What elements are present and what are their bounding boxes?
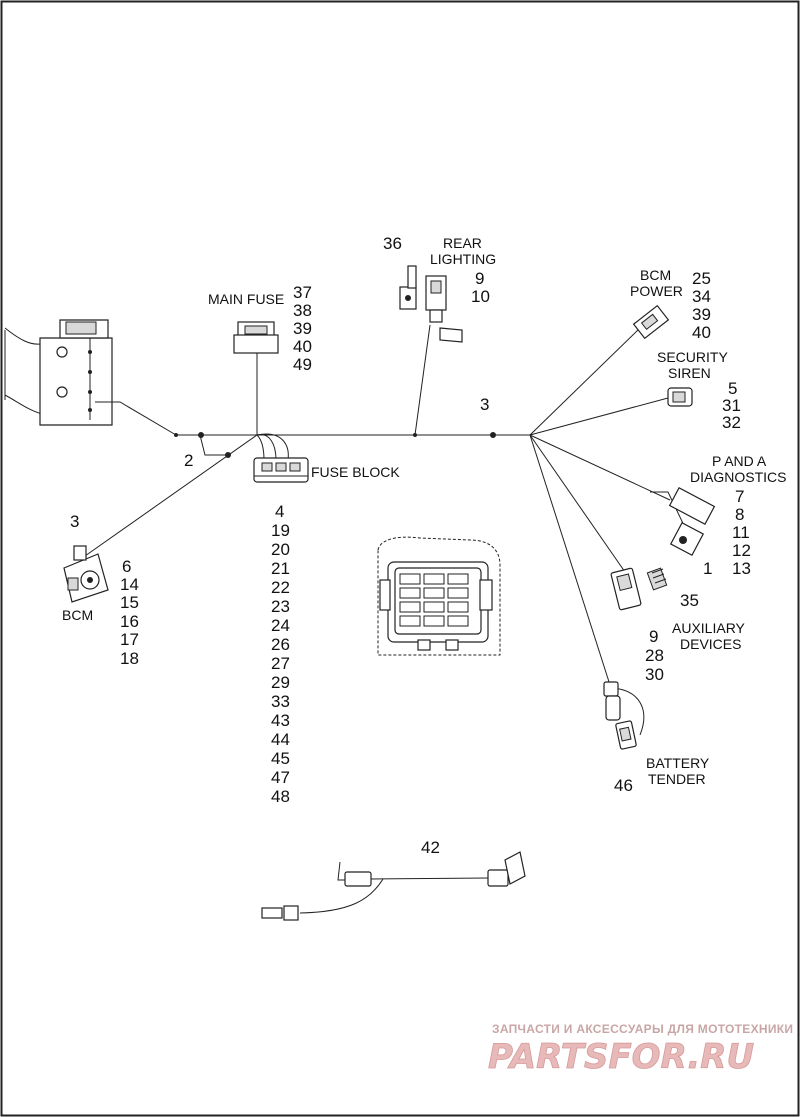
bcm-callout-15: 15 bbox=[120, 593, 139, 612]
p-and-a-callout-13: 13 bbox=[732, 559, 751, 578]
auxiliary-label-1: AUXILIARY bbox=[672, 620, 746, 636]
rear-lighting-callout-9: 9 bbox=[475, 269, 484, 288]
bcm-power-connector bbox=[632, 304, 670, 340]
main-fuse-callout-49: 49 bbox=[293, 355, 312, 374]
fuse-block-callout-44: 44 bbox=[271, 730, 290, 749]
callout-3-bcm: 3 bbox=[70, 512, 79, 531]
p-and-a-label-1: P AND A bbox=[712, 453, 767, 469]
callout-3-top: 3 bbox=[480, 395, 489, 414]
security-siren-callout-32: 32 bbox=[722, 413, 741, 432]
fuse-block-callout-4: 4 bbox=[275, 502, 284, 521]
main-fuse-callout-37: 37 bbox=[293, 283, 312, 302]
battery-tender-connector bbox=[603, 681, 637, 750]
callout-labels: 36 REAR LIGHTING 9 10 MAIN FUSE 37 38 39… bbox=[62, 234, 786, 857]
bcm-power-callout-34: 34 bbox=[692, 287, 711, 306]
rear-lighting-label-2: LIGHTING bbox=[430, 251, 496, 267]
security-siren-label-2: SIREN bbox=[668, 365, 711, 381]
fuse-block-callout-45: 45 bbox=[271, 749, 290, 768]
bcm-power-callout-39: 39 bbox=[692, 305, 711, 324]
rear-lighting-label-1: REAR bbox=[443, 235, 482, 251]
callout-46: 46 bbox=[614, 776, 633, 795]
fuse-block-callout-26: 26 bbox=[271, 635, 290, 654]
bcm-power-label-2: POWER bbox=[630, 283, 683, 299]
fuse-block-callout-27: 27 bbox=[271, 654, 290, 673]
security-siren-callout-31: 31 bbox=[722, 396, 741, 415]
fuse-block-callout-43: 43 bbox=[271, 711, 290, 730]
auxiliary-label-2: DEVICES bbox=[680, 636, 741, 652]
security-siren-connector bbox=[667, 387, 693, 407]
callout-36: 36 bbox=[383, 234, 402, 253]
fuse-block-callout-21: 21 bbox=[271, 559, 290, 578]
fuse-block-callout-33: 33 bbox=[271, 692, 290, 711]
main-fuse-label: MAIN FUSE bbox=[208, 291, 284, 307]
p-and-a-callout-11: 11 bbox=[732, 523, 750, 542]
auxiliary-connector bbox=[610, 567, 642, 611]
security-siren-callout-5: 5 bbox=[728, 379, 737, 398]
main-fuse-callout-39: 39 bbox=[293, 319, 312, 338]
fuse-block-label: FUSE BLOCK bbox=[311, 464, 400, 480]
bcm-power-callout-25: 25 bbox=[692, 269, 711, 288]
callout-2: 2 bbox=[184, 451, 193, 470]
rear-lighting-connector-36 bbox=[399, 265, 417, 310]
fuse-block-callout-47: 47 bbox=[271, 768, 290, 787]
main-fuse-callout-40: 40 bbox=[293, 337, 312, 356]
auxiliary-callout-28: 28 bbox=[645, 646, 664, 665]
fuse-block-callout-22: 22 bbox=[271, 578, 290, 597]
p-and-a-label-2: DIAGNOSTICS bbox=[690, 469, 786, 485]
bcm-callout-18: 18 bbox=[120, 649, 139, 668]
fuse-block-callout-29: 29 bbox=[271, 673, 290, 692]
rear-lighting-connector bbox=[425, 275, 463, 343]
fuse-block-callout-24: 24 bbox=[271, 616, 290, 635]
bcm-callout-14: 14 bbox=[120, 575, 139, 594]
fuse-block-callout-23: 23 bbox=[271, 597, 290, 616]
harness-wires bbox=[84, 324, 691, 736]
watermark-logo: PARTSFOR.RU bbox=[488, 1037, 754, 1077]
bcm-callout-17: 17 bbox=[120, 630, 139, 649]
bcm-module bbox=[63, 545, 109, 603]
frame-bracket bbox=[4, 319, 113, 426]
bcm-power-label-1: BCM bbox=[640, 267, 671, 283]
battery-tender-label-2: TENDER bbox=[648, 771, 706, 787]
harness-42 bbox=[261, 851, 526, 921]
watermark: ЗАПЧАСТИ И АКСЕССУАРЫ ДЛЯ МОТОТЕХНИКИ PA… bbox=[488, 1022, 793, 1077]
fuse-block-callout-19: 19 bbox=[271, 521, 290, 540]
p-and-a-callout-7: 7 bbox=[735, 487, 744, 506]
watermark-tagline: ЗАПЧАСТИ И АКСЕССУАРЫ ДЛЯ МОТОТЕХНИКИ bbox=[492, 1022, 793, 1036]
p-and-a-connector bbox=[668, 486, 716, 557]
seal-plugs-35 bbox=[646, 567, 668, 591]
bcm-label: BCM bbox=[62, 607, 93, 623]
fuse-block-detail bbox=[377, 536, 501, 656]
fuse-block bbox=[253, 457, 309, 483]
main-fuse-connector bbox=[233, 321, 279, 354]
callout-42: 42 bbox=[421, 838, 440, 857]
fuse-block-callout-48: 48 bbox=[271, 787, 290, 806]
p-and-a-callout-8: 8 bbox=[735, 505, 744, 524]
security-siren-label-1: SECURITY bbox=[657, 349, 728, 365]
main-fuse-callout-38: 38 bbox=[293, 301, 312, 320]
callout-35: 35 bbox=[680, 591, 699, 610]
fuse-block-callout-20: 20 bbox=[271, 540, 290, 559]
rear-lighting-callout-10: 10 bbox=[471, 287, 490, 306]
auxiliary-callout-9: 9 bbox=[649, 627, 658, 646]
auxiliary-callout-30: 30 bbox=[645, 665, 664, 684]
battery-tender-label-1: BATTERY bbox=[646, 755, 710, 771]
callout-1: 1 bbox=[703, 559, 712, 578]
bcm-power-callout-40: 40 bbox=[692, 323, 711, 342]
p-and-a-callout-12: 12 bbox=[732, 541, 751, 560]
bcm-callout-16: 16 bbox=[120, 612, 139, 631]
bcm-callout-6: 6 bbox=[122, 557, 131, 576]
